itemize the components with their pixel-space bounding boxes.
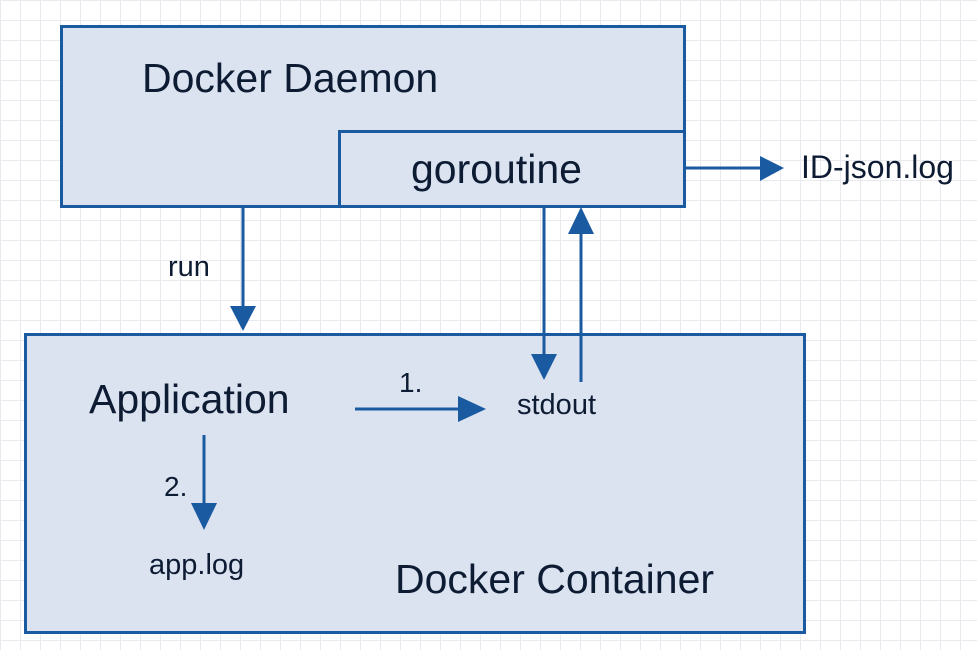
goroutine-label: goroutine xyxy=(411,146,582,192)
run-label: run xyxy=(168,251,210,283)
goroutine-box xyxy=(338,130,686,208)
docker-container-label: Docker Container xyxy=(395,556,715,602)
step-1-label: 1. xyxy=(399,367,423,398)
docker-container-box xyxy=(24,333,806,634)
stdout-label: stdout xyxy=(517,389,596,421)
idjson-arrowhead xyxy=(760,156,784,181)
step-2-label: 2. xyxy=(164,471,188,502)
docker-daemon-label: Docker Daemon xyxy=(142,55,439,101)
app-log-label: app.log xyxy=(149,549,245,581)
goroutine-up-arrowhead xyxy=(568,207,594,234)
id-json-log-label: ID-json.log xyxy=(801,149,954,185)
application-label: Application xyxy=(89,376,290,422)
run-arrowhead xyxy=(230,306,256,331)
